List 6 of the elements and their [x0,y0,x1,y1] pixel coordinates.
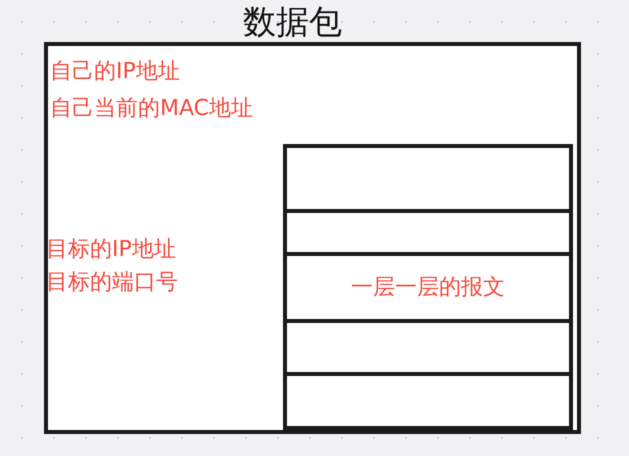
label-text: 目标的IP地址 [46,238,176,262]
label-text: 目标的端口号 [46,271,178,296]
label-text: 一层一层的报文 [351,275,505,300]
label-text: 自己的IP地址 [50,60,180,84]
title-text: 数据包 [243,4,342,40]
label-text: 自己当前的MAC地址 [50,97,254,122]
